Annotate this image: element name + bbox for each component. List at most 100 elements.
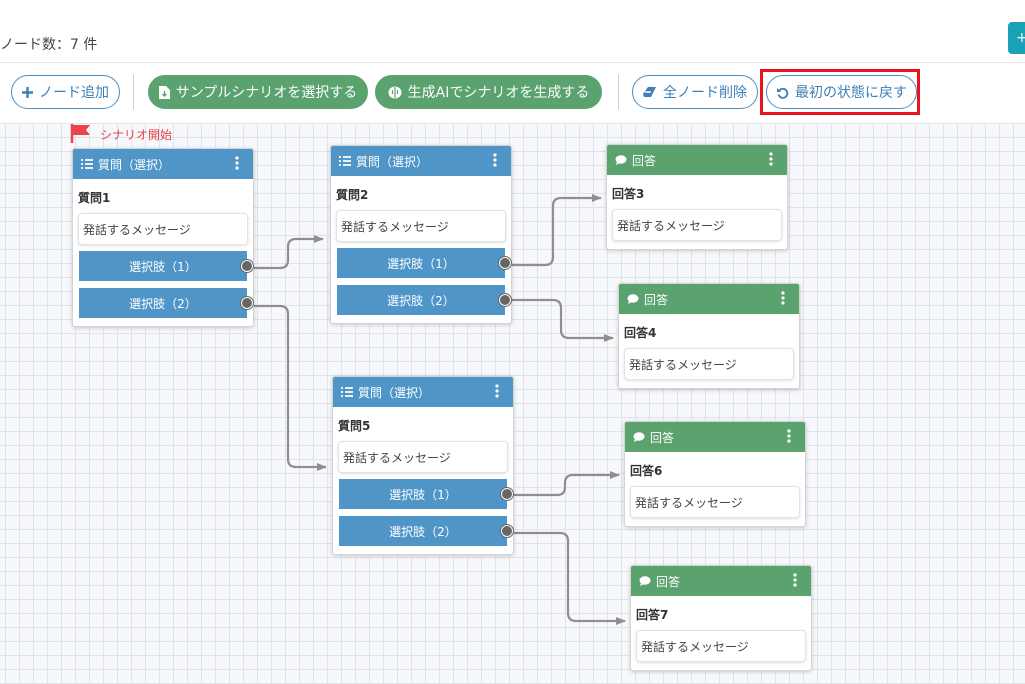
add-node-button[interactable]: ノード追加 [11,75,120,109]
output-port[interactable] [241,260,253,272]
node-message[interactable]: 発話するメッセージ [636,630,806,662]
node-type-label: 回答 [656,574,681,589]
eraser-icon [643,86,657,98]
node-type-label: 質問（選択） [358,385,431,400]
answer-node-6[interactable]: 回答 回答6 発話するメッセージ [624,421,806,527]
generate-ai-button[interactable]: 生成AIでシナリオを生成する [375,75,602,109]
comment-icon [639,575,651,587]
list-icon [339,156,351,166]
select-sample-label: サンプルシナリオを選択する [175,85,358,101]
kebab-menu-icon[interactable] [769,152,773,169]
question-node-1[interactable]: 質問（選択） 質問1 発話するメッセージ 選択肢（1） 選択肢（2） [72,148,254,327]
node-title: 回答6 [630,464,663,478]
node-type-label: 回答 [632,153,657,168]
node-title: 回答4 [624,326,657,340]
question-node-5[interactable]: 質問（選択） 質問5 発話するメッセージ 選択肢（1） 選択肢（2） [332,376,514,555]
option-label: 選択肢（2） [387,293,455,308]
edge-q2-opt2-to-a4 [501,298,614,342]
node-header[interactable]: 回答 [631,566,811,596]
plus-icon: + [1016,30,1025,46]
kebab-menu-icon[interactable] [781,291,785,308]
comment-icon [627,293,639,305]
node-message[interactable]: 発話するメッセージ [78,213,248,245]
kebab-menu-icon[interactable] [793,573,797,590]
select-sample-button[interactable]: サンプルシナリオを選択する [148,75,368,109]
output-port[interactable] [499,294,511,306]
node-header[interactable]: 質問（選択） [73,149,253,179]
node-title: 質問5 [338,419,371,433]
delete-all-nodes-button[interactable]: 全ノード削除 [632,75,758,109]
node-type-label: 質問（選択） [356,154,429,169]
list-icon [81,159,93,169]
kebab-menu-icon[interactable] [495,384,499,401]
node-message[interactable]: 発話するメッセージ [338,441,508,473]
node-header[interactable]: 回答 [625,422,805,452]
output-port[interactable] [241,297,253,309]
flag-icon [70,123,100,146]
comment-icon [615,154,627,166]
comment-icon [633,431,645,443]
option-2[interactable]: 選択肢（2） [337,285,511,315]
answer-node-7[interactable]: 回答 回答7 発話するメッセージ [630,565,812,671]
node-title: 回答7 [636,608,669,622]
option-label: 選択肢（2） [389,524,457,539]
answer-node-4[interactable]: 回答 回答4 発話するメッセージ [618,283,800,389]
option-label: 選択肢（2） [129,296,197,311]
node-header[interactable]: 回答 [607,145,787,175]
question-node-2[interactable]: 質問（選択） 質問2 発話するメッセージ 選択肢（1） 選択肢（2） [330,145,512,324]
node-title: 質問1 [78,191,111,205]
toolbar: ノード追加 サンプルシナリオを選択する 生成AIでシナリオを生成する 全ノード削… [0,62,1025,124]
node-count: ノード数：7 件 [0,37,98,53]
option-1[interactable]: 選択肢（1） [339,479,513,509]
list-icon [341,387,353,397]
option-1[interactable]: 選択肢（1） [337,248,511,278]
undo-icon [776,86,789,99]
node-header[interactable]: 質問（選択） [331,146,511,176]
node-title: 質問2 [336,188,369,202]
reset-state-label: 最初の状態に戻す [795,85,907,101]
edge-q2-opt1-to-a3 [501,194,602,267]
option-1[interactable]: 選択肢（1） [79,251,253,281]
node-message[interactable]: 発話するメッセージ [630,486,800,518]
kebab-menu-icon[interactable] [493,153,497,170]
add-node-label: ノード追加 [39,85,109,101]
option-label: 選択肢（1） [129,259,197,274]
scenario-start-marker: シナリオ開始 [70,123,172,146]
plus-icon [22,86,33,98]
edge-q5-opt2-to-a7 [503,531,626,625]
flow-canvas[interactable]: シナリオ開始 質問（選択） 質問1 発話するメッセージ 選択肢（1） 選択肢（2… [0,123,1025,684]
kebab-menu-icon[interactable] [235,156,239,173]
node-message[interactable]: 発話するメッセージ [624,348,794,380]
toolbar-divider [133,74,134,110]
brain-icon [388,86,402,99]
generate-ai-label: 生成AIでシナリオを生成する [407,85,590,101]
node-title: 回答3 [612,187,645,201]
edge-q1-opt2-to-q5 [244,304,327,471]
reset-state-button[interactable]: 最初の状態に戻す [766,75,917,109]
output-port[interactable] [501,525,513,537]
scenario-start-label: シナリオ開始 [100,128,173,142]
edge-q1-opt1-to-q2 [244,235,324,270]
edge-q5-opt1-to-a6 [503,471,620,497]
connections-layer [244,194,626,625]
node-type-label: 質問（選択） [98,157,171,172]
kebab-menu-icon[interactable] [787,429,791,446]
node-message[interactable]: 発話するメッセージ [612,209,782,241]
option-2[interactable]: 選択肢（2） [339,516,513,546]
node-header[interactable]: 質問（選択） [333,377,513,407]
node-message[interactable]: 発話するメッセージ [336,210,506,242]
output-port[interactable] [499,257,511,269]
highlight-annotation [760,69,920,115]
node-type-label: 回答 [644,292,669,307]
node-type-label: 回答 [650,430,675,445]
option-label: 選択肢（1） [387,256,455,271]
option-2[interactable]: 選択肢（2） [79,288,253,318]
output-port[interactable] [501,488,513,500]
delete-all-label: 全ノード削除 [663,85,747,101]
corner-add-button[interactable]: + [1008,22,1025,54]
toolbar-divider [618,74,619,110]
download-file-icon [158,85,170,99]
answer-node-3[interactable]: 回答 回答3 発話するメッセージ [606,144,788,250]
node-header[interactable]: 回答 [619,284,799,314]
option-label: 選択肢（1） [389,487,457,502]
